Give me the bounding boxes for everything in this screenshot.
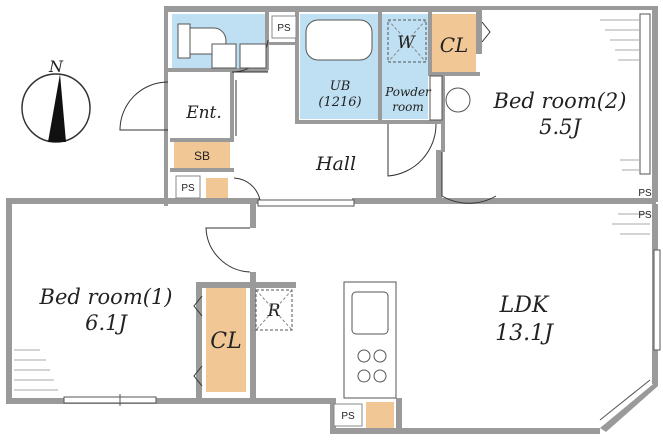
closet-left-area — [206, 288, 246, 392]
hall-window — [257, 199, 355, 207]
toilet-fixture — [177, 23, 267, 69]
label-closet-top: CL — [440, 33, 469, 57]
label-bedroom2-size: 5.5J — [539, 115, 582, 139]
kitchen-counter — [343, 281, 397, 399]
ps-box-3 — [333, 403, 363, 427]
label-ldk-size: 13.1J — [495, 321, 554, 346]
label-bedroom1-name: Bed room(1) — [39, 285, 173, 309]
label-powder-room: room — [392, 100, 424, 114]
vanity-counter — [429, 75, 443, 121]
label-shoe-box: SB — [194, 149, 210, 163]
label-washer: W — [397, 33, 416, 53]
ps-label-1: PS — [277, 23, 291, 34]
bay-window-wall — [600, 380, 658, 432]
bedroom1-window — [63, 396, 157, 404]
hall-storage — [206, 178, 228, 200]
label-entrance: Ent. — [185, 103, 222, 123]
ps-label-3: PS — [638, 188, 652, 199]
walls — [6, 6, 658, 434]
compass-north-label: N — [48, 57, 64, 76]
ps-label-5: PS — [341, 411, 355, 422]
bottom-storage — [366, 402, 394, 428]
bathtub — [305, 19, 373, 61]
label-hall: Hall — [315, 153, 356, 175]
ps-box-2 — [175, 175, 201, 199]
ps-box-1 — [271, 15, 297, 39]
closet-top-area — [432, 14, 476, 72]
bedroom2-window — [639, 13, 651, 175]
label-unit-bath: UB — [330, 79, 351, 94]
north-compass: N — [21, 57, 91, 143]
shoe-box-area — [174, 142, 230, 168]
label-unit-bath-size: (1216) — [318, 95, 361, 110]
doors — [119, 21, 497, 387]
ps-label-2: PS — [181, 183, 195, 194]
label-powder: Powder — [384, 85, 432, 99]
label-bedroom1-size: 6.1J — [85, 311, 128, 335]
bay-window-glass — [599, 379, 651, 421]
ps-label-4: PS — [638, 210, 652, 221]
label-ldk-name: LDK — [499, 293, 550, 318]
label-closet-left: CL — [210, 329, 241, 354]
sink-basin — [445, 87, 471, 113]
ldk-window — [653, 249, 661, 351]
label-refrigerator: R — [267, 301, 281, 321]
hatch-marks — [14, 19, 650, 391]
label-bedroom2-name: Bed room(2) — [493, 89, 627, 113]
